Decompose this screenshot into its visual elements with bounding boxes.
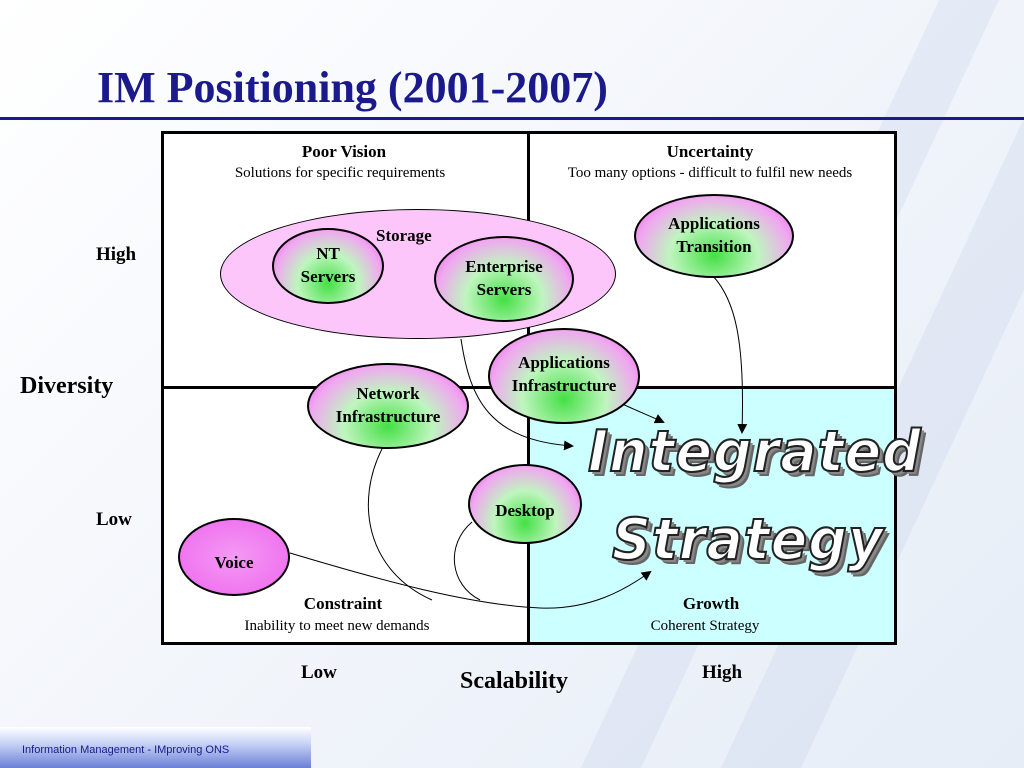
x-axis-high-label: High bbox=[702, 662, 743, 683]
connector-applications-transition-to-strategy bbox=[712, 275, 748, 434]
quadrant-title-constraint: Constraint bbox=[303, 594, 383, 613]
quadrant-subtitle-poor-vision: Solutions for specific requirements bbox=[234, 165, 446, 181]
integrated-wordart: Integrated bbox=[587, 417, 922, 485]
quadrant-subtitle-uncertainty: Too many options - difficult to fulfil n… bbox=[567, 165, 853, 181]
node-applications-transition: Applications Transition bbox=[634, 194, 794, 278]
node-nt-servers: NT Servers bbox=[272, 228, 384, 304]
strategy-wordart: Strategy bbox=[611, 505, 885, 573]
connector-voice-to-strategy bbox=[289, 552, 652, 609]
connector-desktop-down bbox=[453, 521, 481, 601]
node-network-infrastructure: Network Infrastructure bbox=[307, 363, 469, 449]
title-underline bbox=[0, 117, 1024, 120]
y-axis-label: Diversity bbox=[20, 373, 114, 399]
quadrant-subtitle-growth: Coherent Strategy bbox=[650, 618, 760, 634]
y-axis-high-label: High bbox=[96, 244, 137, 265]
node-voice: Voice bbox=[178, 518, 290, 596]
footer-text: Information Management - IMproving ONS bbox=[22, 744, 230, 756]
node-desktop: Desktop bbox=[468, 464, 582, 544]
x-axis-low-label: Low bbox=[301, 662, 337, 683]
connector-applications-infrastructure-to-strategy bbox=[617, 401, 665, 424]
y-axis-low-label: Low bbox=[96, 509, 132, 530]
storage-label: Storage bbox=[376, 226, 432, 245]
connector-storage-to-strategy bbox=[460, 338, 574, 451]
page-title: IM Positioning (2001-2007) bbox=[97, 63, 608, 112]
quadrant-subtitle-constraint: Inability to meet new demands bbox=[244, 618, 430, 634]
connector-network-infrastructure-down bbox=[367, 446, 433, 601]
node-applications-infrastructure: Applications Infrastructure bbox=[488, 328, 640, 424]
node-enterprise-servers: Enterprise Servers bbox=[434, 236, 574, 322]
quadrant-title-uncertainty: Uncertainty bbox=[666, 142, 754, 161]
x-axis-label: Scalability bbox=[460, 668, 569, 694]
footer-bar bbox=[0, 727, 311, 768]
quadrant-title-poor-vision: Poor Vision bbox=[301, 142, 387, 161]
quadrant-title-growth: Growth bbox=[682, 594, 740, 613]
